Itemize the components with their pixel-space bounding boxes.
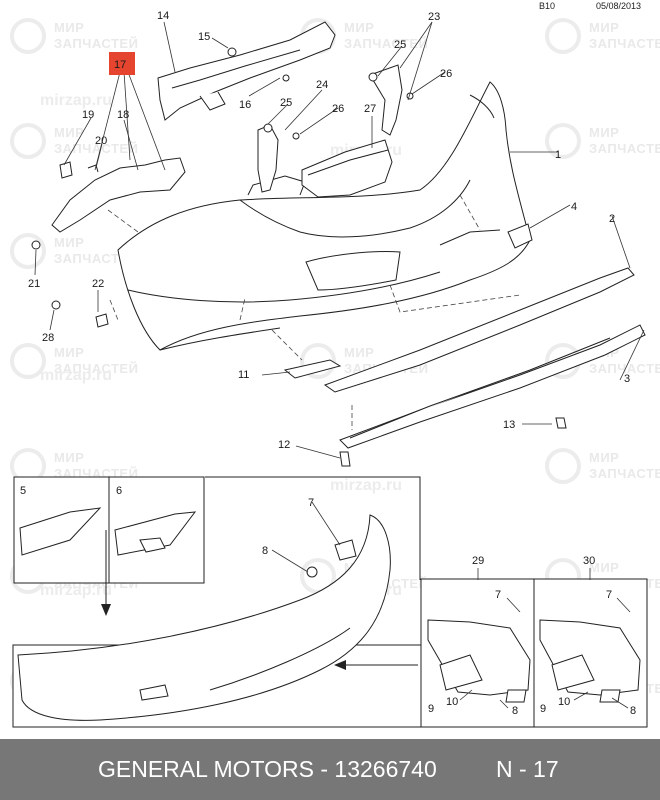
svg-text:ЗАПЧАСТЕЙ: ЗАПЧАСТЕЙ (54, 36, 138, 51)
callout-18: 18 (117, 109, 129, 121)
callout-7: 7 (308, 497, 314, 509)
callout-15: 15 (198, 31, 210, 43)
callout-13: 13 (503, 419, 515, 431)
callout-23: 23 (428, 11, 440, 23)
fasteners (31, 47, 567, 467)
watermark-url: mirzap.ru (40, 582, 112, 599)
callout-27: 27 (364, 103, 376, 115)
lower-bumper-valance (17, 514, 391, 721)
callout-25: 25 (394, 39, 406, 51)
svg-text:МИР: МИР (54, 345, 84, 360)
rear-bumper-fascia (117, 81, 531, 351)
watermark-url: mirzap.ru (330, 477, 402, 494)
callout-28: 28 (42, 332, 54, 344)
callout-12: 12 (278, 439, 290, 451)
callout-10: 10 (446, 696, 458, 708)
svg-text:МИР: МИР (344, 345, 374, 360)
callout-25b: 25 (280, 97, 292, 109)
svg-text:ЗАПЧАСТЕЙ: ЗАПЧАСТЕЙ (589, 141, 660, 156)
svg-text:МИР: МИР (344, 20, 374, 35)
callout-4: 4 (571, 201, 577, 213)
center-bracket (301, 139, 393, 198)
watermark-url: mirzap.ru (40, 367, 112, 384)
svg-text:ЗАПЧАСТЕЙ: ЗАПЧАСТЕЙ (54, 141, 138, 156)
callout-16: 16 (239, 99, 251, 111)
upper-bracket (157, 21, 336, 121)
footer-bar: GENERAL MOTORS - 13266740 N - 17 (0, 739, 660, 800)
callout-7c: 7 (606, 589, 612, 601)
reflector (507, 223, 533, 249)
svg-text:МИР: МИР (54, 450, 84, 465)
assembly-lines (107, 194, 521, 430)
svg-text:ЗАПЧАСТЕЙ: ЗАПЧАСТЕЙ (344, 36, 428, 51)
callout-1: 1 (555, 149, 561, 161)
svg-text:ЗАПЧАСТЕЙ: ЗАПЧАСТЕЙ (54, 251, 138, 266)
svg-text:ЗАПЧАСТЕЙ: ЗАПЧАСТЕЙ (589, 36, 660, 51)
parts-diagram: МИРЗАПЧАСТЕЙМИРЗАПЧАСТЕЙМИРЗАПЧАСТЕЙМИРЗ… (10, 1, 660, 728)
callout-11: 11 (238, 369, 249, 381)
right-mount-bracket (368, 64, 414, 136)
callout-6: 6 (116, 485, 122, 497)
watermark-url: mirzap.ru (40, 92, 112, 109)
side-trim (283, 359, 342, 379)
callout-8: 8 (262, 545, 268, 557)
svg-text:ЗАПЧАСТЕЙ: ЗАПЧАСТЕЙ (54, 361, 138, 376)
callout-30: 30 (583, 555, 595, 567)
left-mount-bracket (257, 123, 300, 193)
svg-text:ЗАПЧАСТЕЙ: ЗАПЧАСТЕЙ (589, 361, 660, 376)
diagram-code: B10 (539, 1, 555, 11)
side-bracket (51, 157, 186, 233)
callout-21: 21 (28, 278, 40, 290)
callout-2: 2 (609, 213, 615, 225)
callout-17: 17 (114, 59, 126, 71)
callout-24: 24 (316, 79, 328, 91)
callout-29: 29 (472, 555, 484, 567)
page-reference: N - 17 (496, 756, 559, 782)
leader-lines (34, 21, 645, 709)
pointer-arrows (105, 530, 418, 666)
callout-3: 3 (624, 373, 630, 385)
callout-labels: 1 2 3 4 5 6 7 8 7 7 9 10 8 9 10 8 11 12 … (20, 10, 636, 717)
svg-text:МИР: МИР (54, 20, 84, 35)
svg-text:МИР: МИР (589, 450, 619, 465)
trim-detail (19, 507, 197, 556)
callout-14: 14 (157, 10, 169, 22)
callout-22: 22 (92, 278, 104, 290)
svg-text:МИР: МИР (54, 235, 84, 250)
highlight-box (109, 52, 135, 75)
svg-text:МИР: МИР (589, 560, 619, 575)
lower-strips (323, 267, 646, 449)
callout-9b: 9 (540, 703, 546, 715)
callout-9: 9 (428, 703, 434, 715)
callout-10b: 10 (558, 696, 570, 708)
callout-5: 5 (20, 485, 26, 497)
callout-20: 20 (95, 135, 107, 147)
svg-text:МИР: МИР (54, 125, 84, 140)
svg-text:МИР: МИР (589, 20, 619, 35)
callout-7b: 7 (495, 589, 501, 601)
svg-text:ЗАПЧАСТЕЙ: ЗАПЧАСТЕЙ (589, 466, 660, 481)
callout-8c: 8 (630, 705, 636, 717)
callout-8b: 8 (512, 705, 518, 717)
variant-details (427, 619, 641, 703)
svg-text:МИР: МИР (589, 125, 619, 140)
callout-26b: 26 (332, 103, 344, 115)
callout-26: 26 (440, 68, 452, 80)
arrowheads (101, 604, 346, 670)
diagram-date: 05/08/2013 (596, 1, 641, 11)
part-number-title: GENERAL MOTORS - 13266740 (98, 756, 437, 782)
callout-19: 19 (82, 109, 94, 121)
